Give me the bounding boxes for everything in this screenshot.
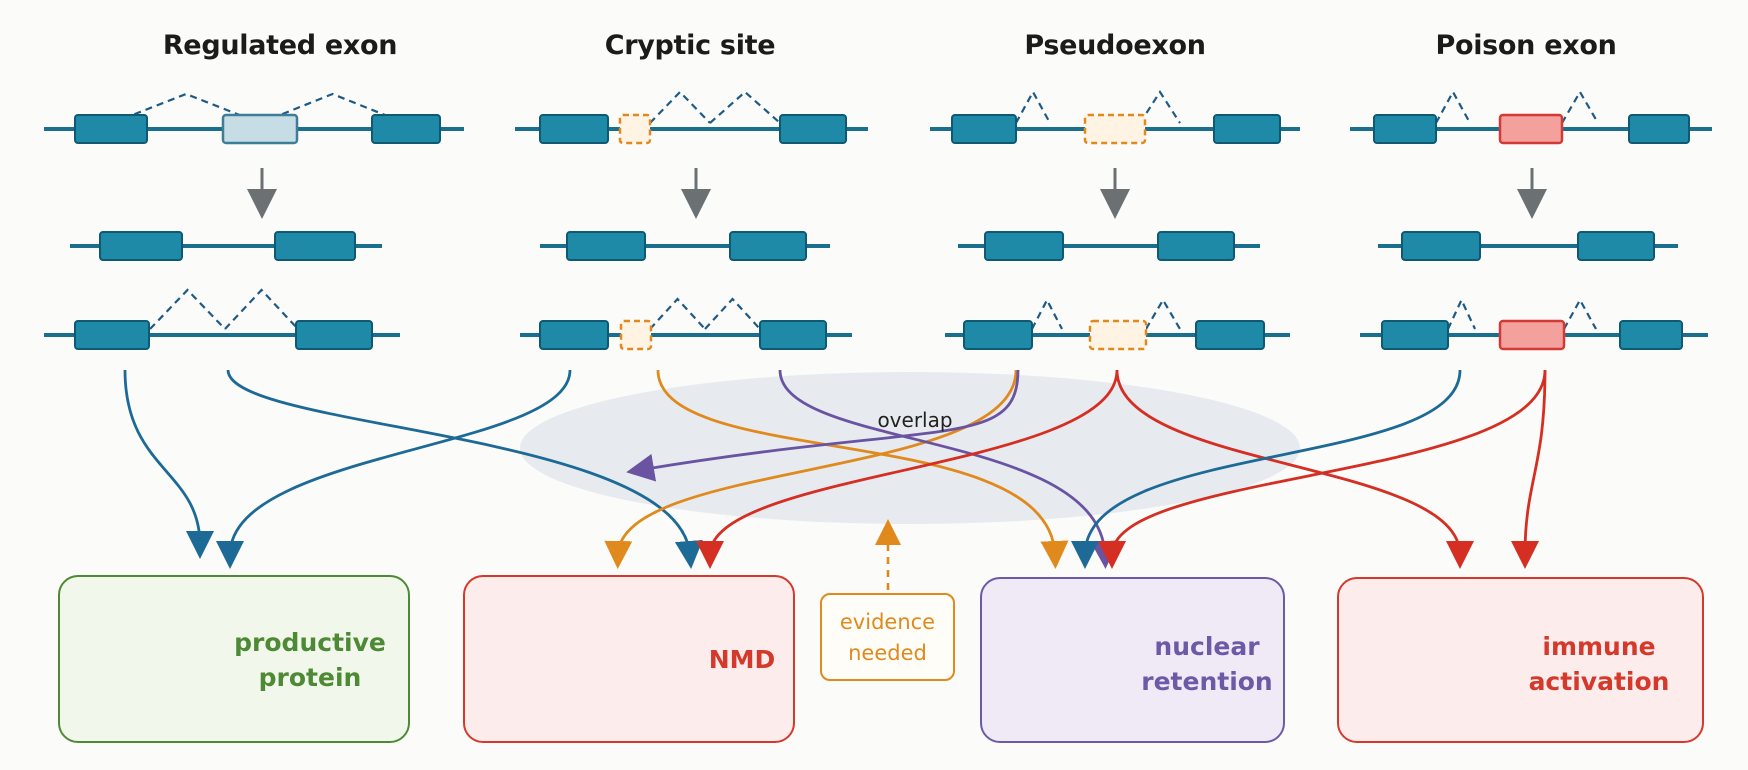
constitutive-exon xyxy=(371,114,441,144)
splice-junction xyxy=(1015,89,1051,124)
gene-column xyxy=(44,92,464,350)
constitutive-exon xyxy=(759,320,827,350)
splice-junction xyxy=(704,297,761,330)
splice-junction xyxy=(1145,297,1181,330)
constitutive-exon xyxy=(99,231,183,261)
constitutive-exon xyxy=(729,231,807,261)
constitutive-exon xyxy=(295,320,373,350)
evidence-needed-box: evidence needed xyxy=(820,593,955,681)
alternative-exon xyxy=(619,319,653,351)
gene-column xyxy=(515,90,868,351)
nmd-label: NMD xyxy=(708,645,776,674)
constitutive-exon xyxy=(1195,320,1265,350)
constitutive-exon xyxy=(1157,231,1235,261)
constitutive-exon xyxy=(74,114,148,144)
evidence-line1: evidence xyxy=(839,610,936,634)
constitutive-exon xyxy=(1401,231,1481,261)
alternative-exon xyxy=(1498,319,1566,351)
splice-junction xyxy=(1139,89,1181,124)
constitutive-exon xyxy=(984,231,1064,261)
flow-arrows xyxy=(123,369,1547,590)
alternative-exon xyxy=(1498,113,1564,145)
outcome-productive-protein: productive protein xyxy=(58,575,410,743)
flow-arrow xyxy=(1071,369,1462,569)
constitutive-exon xyxy=(74,320,150,350)
splice-junction xyxy=(1447,297,1476,330)
splice-junction xyxy=(149,288,226,330)
immune-line2: activation xyxy=(1528,667,1670,696)
flow-arrow xyxy=(656,369,1069,569)
splice-junction xyxy=(1563,297,1597,330)
constitutive-exon xyxy=(539,320,609,350)
flow-arrow xyxy=(216,369,572,569)
column-title-poison-exon: Poison exon xyxy=(1435,30,1617,61)
nuclear-line1: nuclear xyxy=(1154,632,1260,661)
splice-junction xyxy=(709,90,781,124)
flow-arrow xyxy=(1115,369,1474,569)
constitutive-exon xyxy=(274,231,356,261)
alternative-exon xyxy=(618,113,652,145)
splice-junction xyxy=(224,288,299,330)
column-title-cryptic-site: Cryptic site xyxy=(604,30,776,61)
splice-junction xyxy=(1435,89,1471,124)
outcome-nuclear-retention: nuclear retention xyxy=(980,577,1285,743)
nuclear-line2: retention xyxy=(1141,667,1273,696)
outcome-nmd: NMD xyxy=(463,575,795,743)
constitutive-exon xyxy=(1373,114,1437,144)
flow-arrow xyxy=(1098,369,1547,569)
constitutive-exon xyxy=(1577,231,1655,261)
outcome-immune-activation: immune activation xyxy=(1337,577,1704,743)
constitutive-exon xyxy=(539,114,609,144)
flow-arrow xyxy=(626,369,1020,482)
immune-line1: immune xyxy=(1542,632,1656,661)
productive-line1: productive xyxy=(234,628,386,657)
constitutive-exon xyxy=(1619,320,1683,350)
flow-arrow xyxy=(1511,369,1547,569)
alternative-exon xyxy=(1088,319,1148,351)
splice-junction xyxy=(1031,297,1063,330)
splice-junction xyxy=(1561,89,1599,124)
flow-arrow xyxy=(696,369,1119,569)
splice-junction xyxy=(111,92,261,125)
flow-arrow xyxy=(778,369,1119,569)
gene-column xyxy=(930,89,1300,351)
splice-junction xyxy=(649,90,711,124)
flow-arrow xyxy=(604,369,1018,569)
column-title-pseudoexon: Pseudoexon xyxy=(1024,30,1206,61)
constitutive-exon xyxy=(779,114,847,144)
flow-arrow xyxy=(123,369,214,559)
splice-junction xyxy=(259,92,406,125)
constitutive-exon xyxy=(566,231,646,261)
evidence-line2: needed xyxy=(848,641,927,665)
alternative-exon xyxy=(1083,113,1147,145)
alternative-exon xyxy=(221,113,299,145)
productive-line2: protein xyxy=(258,663,362,692)
splice-junction xyxy=(649,297,706,330)
column-title-regulated-exon: Regulated exon xyxy=(162,30,398,61)
constitutive-exon xyxy=(1381,320,1449,350)
constitutive-exon xyxy=(963,320,1033,350)
gene-column xyxy=(1350,89,1712,351)
constitutive-exon xyxy=(1213,114,1281,144)
constitutive-exon xyxy=(951,114,1017,144)
overlap-label: overlap xyxy=(877,408,953,432)
constitutive-exon xyxy=(1628,114,1690,144)
gene-models xyxy=(44,89,1712,351)
